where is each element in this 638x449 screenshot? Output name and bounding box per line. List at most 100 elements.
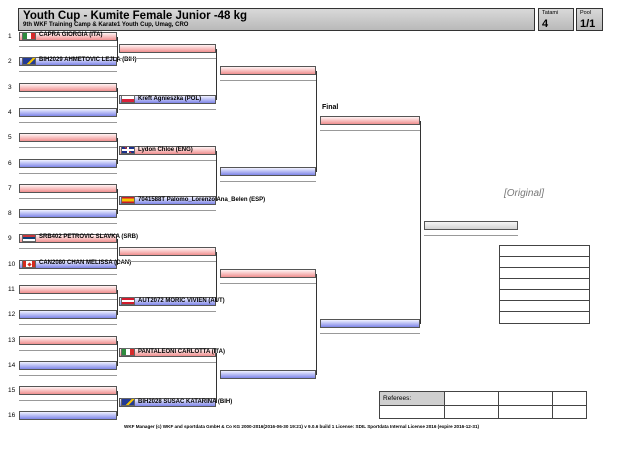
row-number: 16 [8,412,16,419]
bracket-slot-blue [19,260,117,269]
row-number: 7 [8,185,12,192]
row-number: 12 [8,311,16,318]
bracket-slot-red [320,116,420,125]
competitor-name: PANTALEONI CARLOTTA (ITA) [138,349,225,355]
table-row [500,279,589,290]
bracket-connector [316,274,317,375]
competitor-name: BIH2029 AHMETOVIC LEJLA (BIH) [39,57,137,63]
slot-underline [19,248,117,249]
competitor-name: CAN2080 CHAN MELISSA (CAN) [39,260,132,266]
tatami-value: 4 [542,18,549,30]
competitor-name: CAPRA GIORGIA (ITA) [39,32,103,38]
bracket-slot-red [19,336,117,345]
bracket-connector [216,49,217,100]
winner-slot [424,221,518,230]
bracket-slot-red [119,44,216,53]
slot-underline [119,160,216,161]
bracket-slot-red [19,133,117,142]
bracket-connector [117,189,118,214]
bracket-slot-blue [119,297,216,306]
row-number: 3 [8,84,12,91]
bracket-slot-blue [19,209,117,218]
final-label: Final [322,104,339,111]
pool-label: Pool [580,10,592,16]
bracket-connector [117,341,118,366]
row-number: 10 [8,261,16,268]
bracket-connector [117,37,118,62]
table-row [500,301,589,312]
slot-underline [19,198,117,199]
row-number: 6 [8,160,12,167]
slot-underline [19,97,117,98]
slot-underline [19,299,117,300]
esp-flag-icon [121,196,135,204]
table-row [500,268,589,279]
slot-underline [19,147,117,148]
slot-underline [19,350,117,351]
bracket-connector [216,151,217,201]
bracket-connector [216,353,217,403]
slot-underline [19,71,117,72]
tatami-label: Tatami [542,10,559,16]
row-number: 15 [8,387,16,394]
bracket-connector [117,138,118,164]
bracket-slot-red [119,146,216,155]
table-row [500,246,589,257]
bracket-connector [117,290,118,315]
row-number: 9 [8,235,12,242]
bracket-slot-blue [19,108,117,117]
bracket-slot-red [220,269,316,278]
slot-underline [220,181,316,182]
table-row [500,290,589,301]
bracket-connector [117,391,118,416]
bracket-connector [117,88,118,113]
can-flag-icon [22,260,36,268]
row-number: 8 [8,210,12,217]
bracket-slot-blue [19,159,117,168]
table-row [500,257,589,268]
ita-flag-icon [22,32,36,40]
slot-underline [220,283,316,284]
bracket-connector [420,121,421,324]
referees-label: Referees: [380,392,444,405]
row-number: 1 [8,33,12,40]
original-watermark: [Original] [504,188,545,199]
bracket-slot-blue [19,361,117,370]
bracket-slot-red [19,32,117,41]
slot-underline [119,261,216,262]
pool-box: Pool 1/1 [576,8,603,31]
tatami-box: Tatami 4 [538,8,574,31]
bracket-slot-red [19,234,117,243]
slot-underline [19,274,117,275]
event-subtitle: 9th WKF Training Camp & Karate1 Youth Cu… [23,22,189,28]
slot-underline [320,130,420,131]
slot-underline [119,311,216,312]
bracket-slot-red [119,348,216,357]
row-number: 4 [8,109,12,116]
slot-underline [119,109,216,110]
slot-underline [19,400,117,401]
bracket-slot-blue [119,398,216,407]
bracket-connector [316,71,317,172]
bracket-slot-red [19,184,117,193]
slot-underline [19,173,117,174]
srb-flag-icon [22,234,36,242]
bracket-connector [216,252,217,302]
eng-flag-icon [121,146,135,154]
footer-license: WKF Manager (c) WKF and sportdata GmbH &… [124,424,480,429]
slot-underline [119,362,216,363]
bracket-slot-blue [19,57,117,66]
row-number: 13 [8,337,16,344]
table-row [500,312,589,323]
bracket-slot-red [119,247,216,256]
competitor-name: SRB402 PETROVIC SLAVKA (SRB) [39,234,139,240]
aut-flag-icon [121,297,135,305]
event-title: Youth Cup - Kumite Female Junior -48 kg [23,10,248,22]
row-number: 5 [8,134,12,141]
bracket-connector [117,239,118,265]
bracket-slot-blue [220,167,316,176]
bracket-slot-red [19,83,117,92]
bracket-slot-red [19,285,117,294]
bracket-slot-blue [119,95,216,104]
slot-underline [19,223,117,224]
